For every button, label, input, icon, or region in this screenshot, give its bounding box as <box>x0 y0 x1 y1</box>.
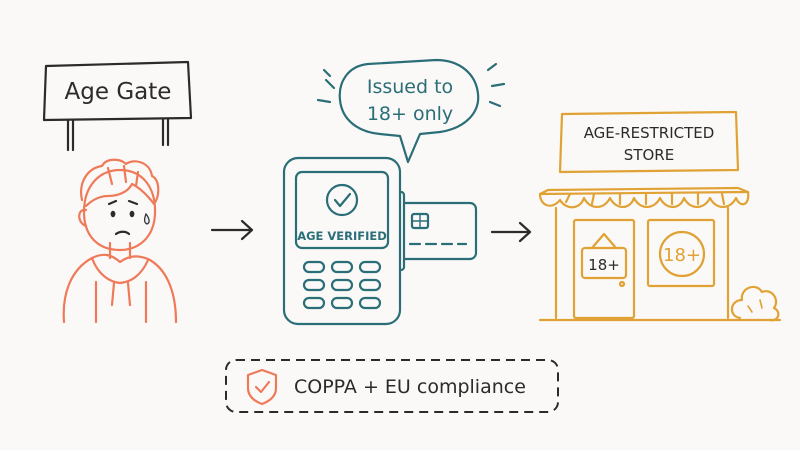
store-door <box>572 218 636 320</box>
key <box>302 278 326 292</box>
sign-text: Age Gate <box>65 79 172 105</box>
key <box>330 278 354 292</box>
person-eyes <box>110 210 135 218</box>
key <box>358 278 382 292</box>
bush <box>730 285 780 322</box>
bubble-line-2: 18+ only <box>367 103 453 125</box>
awning-scallops <box>538 190 750 209</box>
bush-detail <box>747 299 763 313</box>
store-sign-line-2: STORE <box>624 146 674 164</box>
bubble-shape <box>338 58 480 164</box>
person-illustration <box>62 158 178 324</box>
mouth <box>114 230 131 236</box>
awning-stripes <box>564 192 726 206</box>
hair <box>80 158 160 208</box>
awning-top <box>538 186 750 196</box>
door-sign-text: 18+ <box>588 256 620 274</box>
store-sign-board <box>558 110 740 174</box>
store-sign-line-1: AGE-RESTRICTED <box>584 124 715 142</box>
store-building <box>538 110 782 322</box>
ear <box>78 208 88 228</box>
sweat-drop-icon <box>144 212 150 225</box>
window-badge <box>658 230 706 278</box>
key <box>358 260 382 274</box>
hood-collar <box>90 256 150 285</box>
door-sign-string <box>590 232 618 250</box>
compliance-box <box>225 359 559 413</box>
eyebrows <box>107 199 139 206</box>
hoodie-string-left <box>110 281 116 307</box>
bubble-line-1: Issued to <box>367 76 453 98</box>
id-card <box>394 201 478 261</box>
card-terminal <box>282 156 478 326</box>
terminal-body <box>282 156 402 326</box>
checkmark-icon <box>333 192 352 208</box>
terminal-screen <box>294 170 390 250</box>
arrow-right-icon-2 <box>490 221 532 243</box>
door-knob <box>618 280 626 288</box>
age-gate-sign <box>42 60 193 152</box>
store-window <box>646 218 716 288</box>
shield-check-icon <box>246 368 278 406</box>
key <box>330 296 354 310</box>
key <box>330 260 354 274</box>
hoodie-string-right <box>126 281 132 307</box>
neck <box>108 241 132 260</box>
hoodie-body <box>62 253 178 324</box>
window-badge-text: 18+ <box>663 245 701 266</box>
eye-left <box>110 210 116 218</box>
card-chip-lines <box>411 213 429 229</box>
bubble-ticks-right <box>486 62 506 108</box>
bubble-ticks-left <box>316 68 336 104</box>
eye-right <box>129 210 135 218</box>
key <box>302 260 326 274</box>
check-circle-icon <box>325 183 359 217</box>
key <box>302 296 326 310</box>
door-sign <box>580 246 628 280</box>
terminal-screen-text: AGE VERIFIED <box>297 229 387 243</box>
compliance-text: COPPA + EU compliance <box>294 376 526 398</box>
sign-board <box>42 60 193 122</box>
speech-bubble <box>316 58 506 164</box>
arrow-right-icon <box>210 219 254 241</box>
head <box>82 168 157 252</box>
hair-strands <box>106 164 140 188</box>
key <box>358 296 382 310</box>
store-walls <box>554 206 730 320</box>
